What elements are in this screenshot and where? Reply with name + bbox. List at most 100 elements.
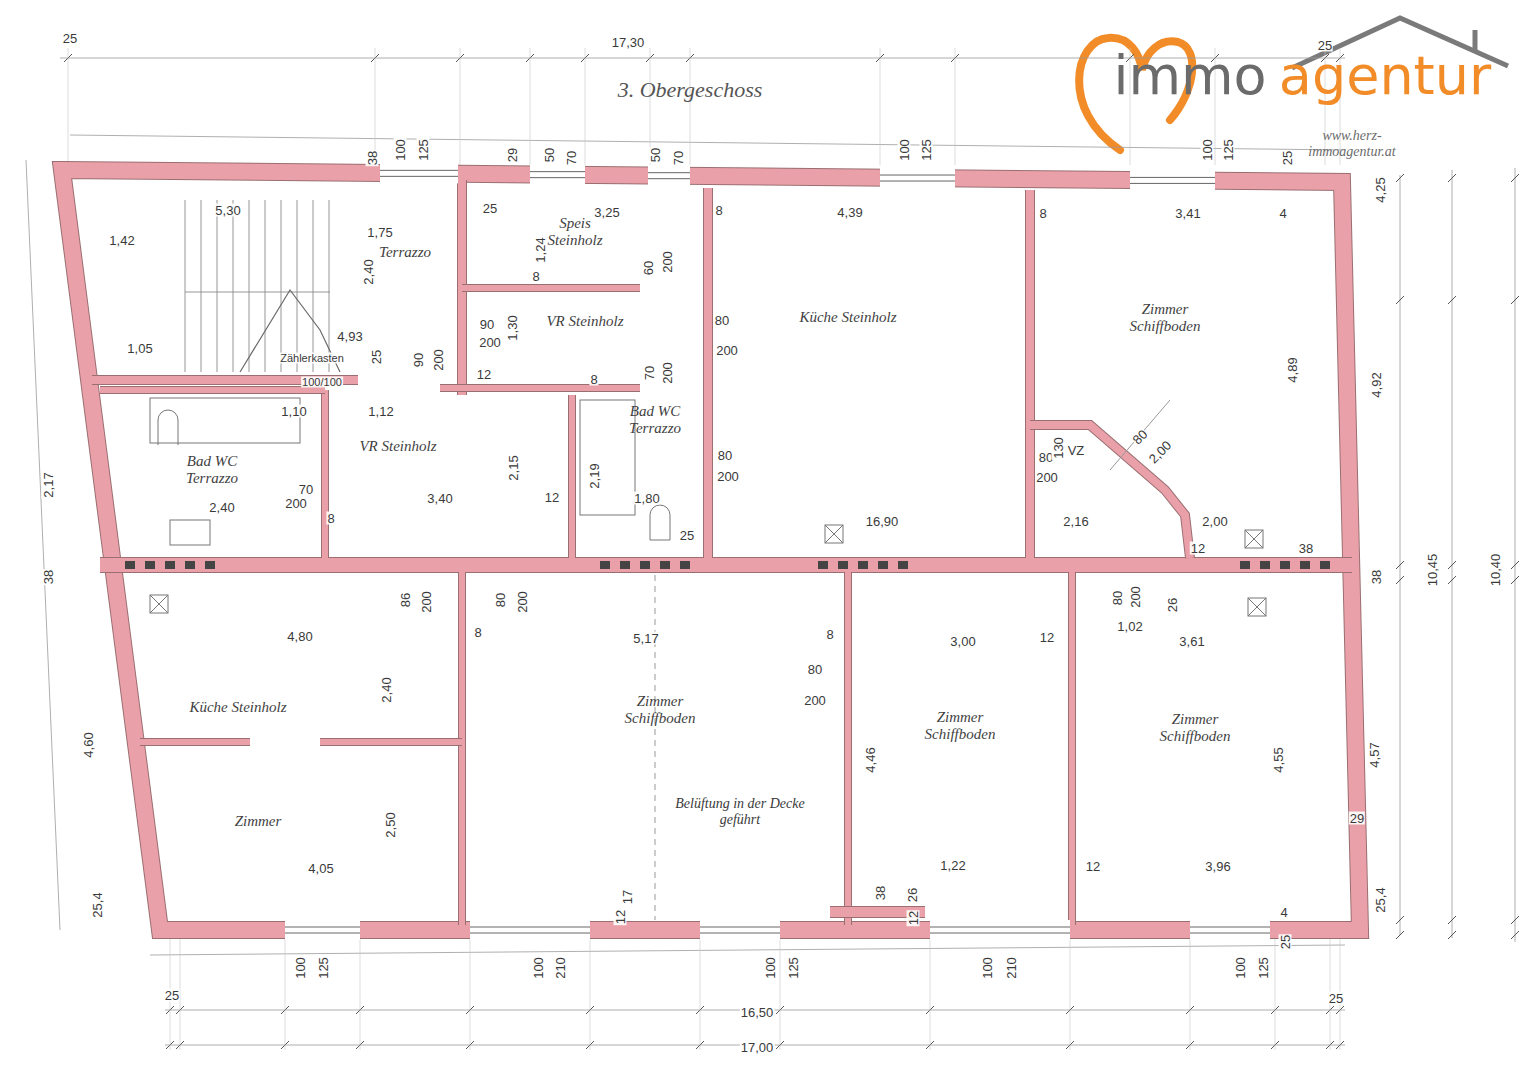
room-name: Zimmer xyxy=(218,813,298,830)
dimension-value: 12 xyxy=(476,368,492,381)
dimension-value: 12 xyxy=(544,491,560,504)
dimension-value: 3,96 xyxy=(1204,860,1231,873)
dimension-tick xyxy=(1448,916,1456,924)
dimension-value: 100 xyxy=(764,956,777,980)
dimension-value: 86 xyxy=(399,592,412,608)
dimension-value: 100 xyxy=(1201,138,1214,162)
dimension-value: 25 xyxy=(679,529,695,542)
dimension-value: 1,05 xyxy=(126,342,153,355)
dimension-value: 2,40 xyxy=(380,676,393,703)
dimension-value: 50 xyxy=(649,147,662,163)
flue-vent xyxy=(125,561,135,569)
dimension-value: 200 xyxy=(478,336,502,349)
window-opening xyxy=(880,168,955,188)
dimension-value: 70 xyxy=(565,150,578,166)
dimension-value: 200 xyxy=(420,590,433,614)
dimension-value: 1,02 xyxy=(1116,620,1143,633)
dimension-tick xyxy=(1448,174,1456,182)
flue-vent xyxy=(898,561,908,569)
window-opening xyxy=(648,166,690,186)
room-name: Bad WC Terrazzo xyxy=(625,403,685,438)
window-opening xyxy=(1190,920,1270,940)
room-label: Zimmer Schiffboden xyxy=(910,709,1010,744)
dimension-value: 10,40 xyxy=(1489,553,1502,588)
dimension-value: 10,45 xyxy=(1426,553,1439,588)
flue-vent xyxy=(600,561,610,569)
dimension-value: 100 xyxy=(394,138,407,162)
dimension-value: 26 xyxy=(906,887,919,903)
flue-vent xyxy=(145,561,155,569)
outer-wall-outline xyxy=(62,170,1360,930)
flue-vent xyxy=(680,561,690,569)
dimension-value: 16,50 xyxy=(740,1006,775,1019)
dimension-line xyxy=(1400,175,1401,935)
room-name: Zimmer Schiffboden xyxy=(610,693,710,728)
vent-cross xyxy=(825,525,843,543)
flue-vent xyxy=(1280,561,1290,569)
ventilation-duct xyxy=(655,575,656,920)
dimension-value: 200 xyxy=(716,470,740,483)
dimension-tick xyxy=(1511,916,1519,924)
window-opening xyxy=(1130,170,1215,190)
dimension-value: 12 xyxy=(614,909,627,925)
room-label: Zimmer Schiffboden xyxy=(610,693,710,728)
interior-wall-outline xyxy=(140,738,250,746)
dimension-value: 80 xyxy=(807,663,823,676)
vent-box xyxy=(1248,598,1266,616)
dimension-value: 200 xyxy=(1035,471,1059,484)
logo-text: www.herz-immoagentur.at xyxy=(1281,128,1423,160)
dimension-value: 25 xyxy=(1328,992,1344,1005)
dimension-value: 25 xyxy=(164,989,180,1002)
room-name: Terrazzo xyxy=(373,244,437,261)
vent-cross xyxy=(1245,530,1263,548)
bathtub xyxy=(580,400,635,515)
dimension-value: 100/100 xyxy=(301,377,343,388)
dimension-value: 25 xyxy=(1279,934,1292,950)
dimension-value: 50 xyxy=(543,147,556,163)
room-name: VR Steinholz xyxy=(358,438,438,455)
stair-step xyxy=(281,200,282,372)
dimension-value: 125 xyxy=(317,956,330,980)
room-label: Zimmer Schiffboden xyxy=(1115,301,1215,336)
dimension-value: 26 xyxy=(1166,597,1179,613)
dimension-tick xyxy=(1396,561,1404,569)
dimension-value: 80 xyxy=(1111,590,1124,606)
interior-wall-outline xyxy=(321,390,329,558)
extension-line xyxy=(880,48,881,165)
window-opening xyxy=(700,920,780,940)
dimension-value: 25 xyxy=(1317,39,1333,52)
dimension-value: 4,39 xyxy=(836,206,863,219)
bathtub xyxy=(150,398,300,443)
dimension-tick xyxy=(1511,561,1519,569)
dimension-value: 38 xyxy=(874,885,887,901)
window-opening xyxy=(470,920,590,940)
dimension-value: 8 xyxy=(589,373,598,386)
room-name: Küche Steinholz xyxy=(188,699,288,716)
flue-vent xyxy=(858,561,868,569)
toilet xyxy=(650,505,670,540)
extension-line xyxy=(68,48,69,165)
window-frame xyxy=(930,927,1070,928)
stair-step xyxy=(265,200,266,372)
interior-wall-outline xyxy=(1025,190,1035,558)
dimension-value: 25 xyxy=(370,349,383,365)
dimension-value: 3,25 xyxy=(593,206,620,219)
dimension-value: 12 xyxy=(1085,860,1101,873)
dimension-value: 4,80 xyxy=(286,630,313,643)
flue-vent xyxy=(165,561,175,569)
dimension-value: 38 xyxy=(366,150,379,166)
dimension-value: 2,00 xyxy=(1146,438,1175,467)
dimension-value: 125 xyxy=(417,138,430,162)
dimension-value: 25,4 xyxy=(91,891,104,918)
room-label: Bad WC Terrazzo xyxy=(625,403,685,438)
stair-step xyxy=(185,200,186,372)
dimension-value: 2,17 xyxy=(42,471,55,498)
extension-line xyxy=(585,48,586,165)
stair-step xyxy=(249,200,250,372)
dimension-value: 210 xyxy=(1005,956,1018,980)
dimension-value: 25 xyxy=(62,32,78,45)
dimension-value: 200 xyxy=(284,497,308,510)
interior-wall-outline xyxy=(703,188,713,558)
room-name: Zimmer Schiffboden xyxy=(910,709,1010,744)
dimension-value: 8 xyxy=(473,626,482,639)
